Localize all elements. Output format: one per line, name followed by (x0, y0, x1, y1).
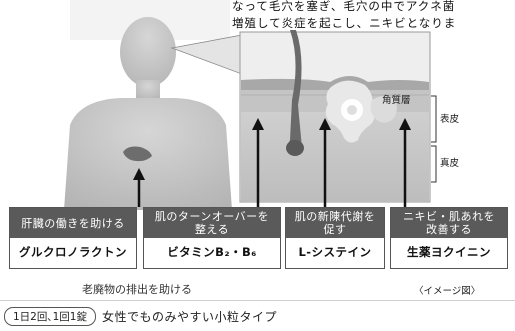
ingredient-name: グルクロノラクトン (19, 245, 127, 259)
ingredient-card-glucuronolactone: 肝臓の働きを助ける グルクロノラクトン (9, 207, 137, 269)
divider (0, 300, 515, 301)
effect-line2: 整える (194, 223, 230, 236)
waste-excretion-note: 老廃物の排出を助ける (82, 283, 192, 296)
image-caption: 〈イメージ図〉 (414, 286, 481, 297)
ingredient-card-yokuinin: ニキビ・肌あれを 改善する 生薬ヨクイニン (390, 207, 508, 269)
effect-line1: 肌のターンオーバーを (154, 210, 270, 223)
effect-header: 肝臓の働きを助ける (10, 208, 136, 238)
liver-icon (123, 146, 152, 162)
dosage-badge: 1日2回､1回1錠 (4, 307, 96, 326)
ingredient-name: L-システイン (298, 245, 372, 259)
ingredient-name: ビタミンB₂・B₆ (167, 245, 257, 259)
intro-text-line2: 増殖して炎症を起こし、ニキビとなりま (232, 16, 457, 30)
stratum-corneum-label: 角質層 (382, 95, 411, 106)
dermis-label: 真皮 (440, 158, 460, 169)
effect-line1: 肝臓の働きを助ける (21, 216, 125, 230)
effect-line1: 肌の新陳代謝を (294, 210, 376, 223)
ingredient-name: 生薬ヨクイニン (407, 245, 491, 259)
effect-header: 肌のターンオーバーを 整える (144, 208, 280, 238)
ingredient-card-l-cysteine: 肌の新陳代謝を 促す L-システイン (285, 207, 385, 269)
effect-line2: 改善する (426, 223, 472, 236)
ingredient-card-vitamin-b: 肌のターンオーバーを 整える ビタミンB₂・B₆ (143, 207, 281, 269)
intro-text-line1: なって毛穴を塞ぎ、毛穴の中でアクネ菌 (232, 0, 456, 13)
effect-line1: ニキビ・肌あれを (403, 210, 495, 223)
effect-line2: 促す (323, 223, 347, 236)
dosage-text: 女性でものみやすい小粒タイプ (101, 310, 277, 324)
epidermis-label: 表皮 (440, 114, 460, 125)
dosage-line: 1日2回､1回1錠 女性でものみやすい小粒タイプ (4, 307, 277, 326)
effect-header: 肌の新陳代謝を 促す (286, 208, 384, 238)
effect-header: ニキビ・肌あれを 改善する (391, 208, 507, 238)
